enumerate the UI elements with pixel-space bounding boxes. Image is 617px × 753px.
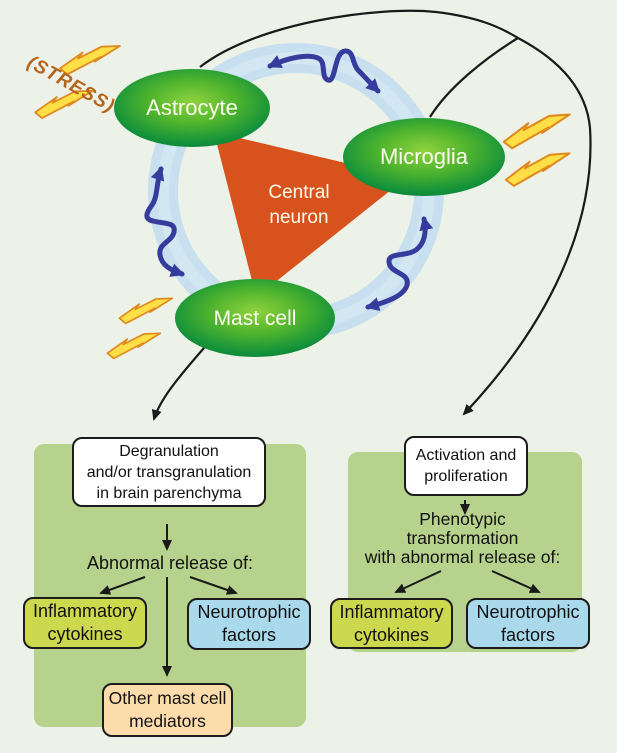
astrocyte-label: Astrocyte	[146, 95, 238, 120]
label-line: Phenotypic	[419, 509, 506, 529]
inflammatory-cytokines-box-right: Inflammatory cytokines	[330, 598, 453, 649]
mast-cell: Mast cell	[175, 279, 335, 357]
abnormal-release-label: Abnormal release of:	[86, 553, 254, 573]
lightning-bolt-icon	[106, 327, 162, 364]
neurotrophic-factors-box-left: Neurotrophic factors	[187, 598, 311, 650]
curve-astrocyte-to-merge	[199, 9, 519, 68]
lightning-bolt-icon	[504, 148, 571, 191]
box-line: factors	[500, 624, 556, 645]
degranulation-box: Degranulation and/or transgranulation in…	[72, 437, 266, 507]
degranulation-box-line: in brain parenchyma	[96, 484, 242, 502]
central-neuron-label-line2: neuron	[269, 207, 328, 228]
arrow-phenotypic-to-inflammatory	[394, 570, 442, 593]
astrocyte-cell: Astrocyte	[114, 69, 270, 147]
arrow-phenotypic-to-neurotrophic	[491, 570, 541, 593]
wavy-arrow-left	[144, 166, 185, 277]
label-line: transformation	[406, 528, 519, 548]
lightning-bolt-icon	[118, 292, 174, 329]
microglia-label: Microglia	[380, 144, 469, 169]
box-line: factors	[221, 625, 277, 645]
box-line: Neurotrophic	[476, 601, 580, 622]
label-line: with abnormal release of:	[364, 547, 561, 567]
inflammatory-cytokines-box-left: Inflammatory cytokines	[23, 597, 147, 649]
lightning-bolt-icon	[502, 108, 571, 154]
mast-cell-label: Mast cell	[214, 307, 297, 330]
activation-box-line: Activation and	[415, 447, 517, 464]
degranulation-box-line: and/or transgranulation	[86, 463, 252, 481]
box-line: Neurotrophic	[197, 602, 301, 622]
curve-mastcell-to-left-panel	[151, 347, 205, 421]
activation-box-line: proliferation	[424, 468, 508, 485]
curve-merged-to-right-panel	[462, 37, 592, 416]
left-panel	[34, 444, 306, 727]
wavy-arrow-top	[267, 48, 381, 94]
central-neuron-label-line1: Central	[268, 182, 329, 203]
box-line: mediators	[129, 711, 206, 731]
curve-microglia-to-merge	[429, 37, 519, 118]
microglia-cell: Microglia	[343, 118, 505, 196]
box-line: Other mast cell	[108, 688, 227, 708]
degranulation-box-line: Degranulation	[119, 442, 219, 460]
box-line: Inflammatory	[32, 601, 138, 621]
box-line: Inflammatory	[339, 601, 444, 622]
other-mediators-box: Other mast cell mediators	[102, 683, 233, 737]
wavy-arrow-right	[365, 216, 434, 311]
arrow-release-to-neurotrophic	[189, 576, 238, 595]
phenotypic-transformation-label: Phenotypic transformation with abnormal …	[340, 510, 585, 567]
neurotrophic-factors-box-right: Neurotrophic factors	[466, 598, 590, 649]
arrow-release-to-inflammatory	[99, 576, 146, 595]
box-line: cytokines	[353, 624, 430, 645]
box-line: cytokines	[47, 624, 123, 644]
activation-box: Activation and proliferation	[404, 436, 528, 496]
